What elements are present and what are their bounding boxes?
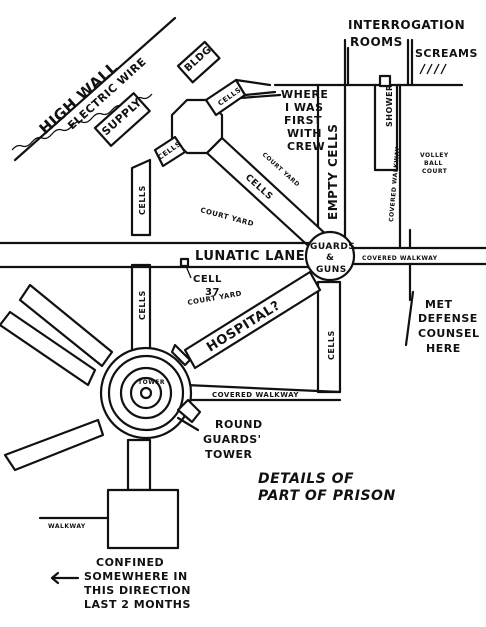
confined-line-2: SOMEWHERE IN [84,570,188,583]
lower-building [106,488,180,550]
where-label-1: WHERE [281,88,328,101]
cell-37-label: CELL [193,274,222,285]
met-pointer [404,290,415,347]
where-label-3: FIRST [284,114,322,127]
scream-marks [419,63,447,75]
interrogation-rooms-label: ROOMS [350,35,403,49]
guns-label: GUNS [316,265,347,275]
round-label: ROUND [215,418,263,431]
confined-line-4: LAST 2 MONTHS [84,598,191,611]
empty-cells-label: EMPTY CELLS [326,124,340,220]
confined-line-3: THIS DIRECTION [84,584,191,597]
arrow-left-icon [50,571,80,585]
here-label: HERE [426,342,461,355]
met-label: MET [425,298,452,311]
court-yard-label-2: COURT YARD [199,206,254,228]
cells-left-label: CELLS [138,185,147,215]
screams-label: SCREAMS [415,47,478,60]
bldg-building [176,40,221,84]
where-label-2: I WAS [285,101,324,114]
where-pointer [238,93,282,100]
volley-ball-label-1: VOLLEY [420,152,449,159]
cell-37-marker [179,257,190,268]
confined-line-1: CONFINED [96,556,164,569]
defense-label: DEFENSE [418,312,478,325]
hospital-wing [183,270,322,370]
where-label-4: WITH [287,127,322,140]
and-label: & [326,253,334,263]
counsel-label: COUNSEL [418,327,480,340]
map-title-line-1: DETAILS OF [258,471,354,487]
interrogation-label: INTERROGATION [348,18,465,32]
walkway-label: WALKWAY [48,523,86,530]
guards-label: GUARDS [310,242,355,252]
tower-label: TOWER [138,379,165,386]
supply-building [93,92,151,147]
covered-walkway-label-3: COVERED WALKWAY [212,391,299,399]
cells-left-lower-label: CELLS [138,290,147,320]
lunatic-lane-label: LUNATIC LANE [195,249,305,264]
hospital-label: HOSPITAL? [204,298,283,355]
volley-ball-label-2: BALL [424,160,443,167]
guards-tower-label: GUARDS' [203,433,262,446]
shower-label: SHOWER [385,84,394,127]
volley-ball-label-3: COURT [422,168,448,175]
cells-right-lower-label: CELLS [327,330,336,360]
cell-37-number: 37 [205,287,220,298]
guards-guns-hub [304,230,356,282]
tower-pointer [176,416,200,432]
covered-walkway-label-2: COVERED WALKWAY [362,255,438,262]
tower-word-label: TOWER [205,448,253,461]
round-guards-tower [99,346,193,440]
where-label-5: CREW [287,140,325,153]
map-title-line-2: PART OF PRISON [258,488,396,504]
